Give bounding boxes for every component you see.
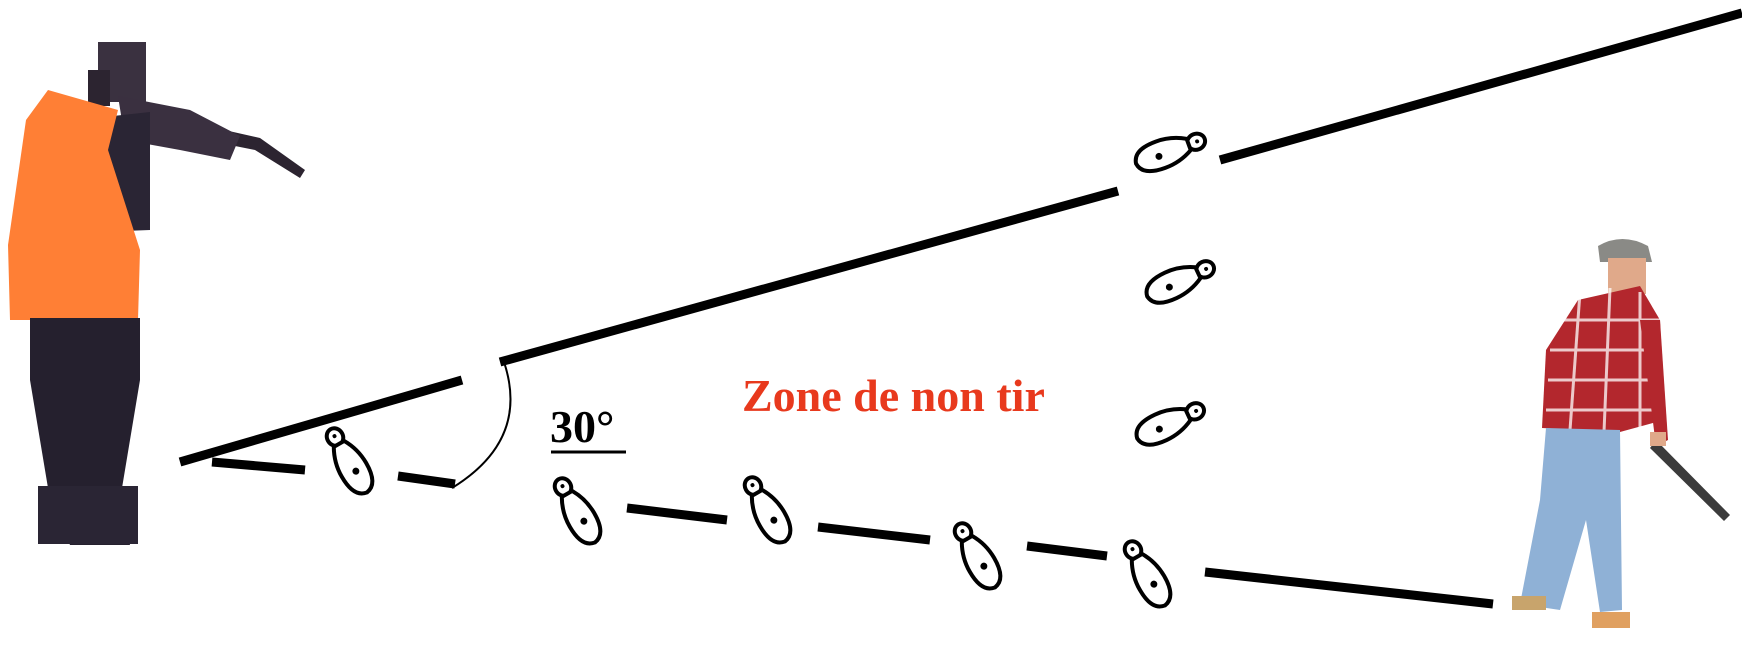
footprint-icon <box>1114 533 1180 615</box>
lower-boundary-line <box>211 457 1494 609</box>
hunter-aiming-icon <box>8 42 305 545</box>
footprint-icon <box>1129 392 1212 454</box>
footprint-icon <box>1129 123 1212 179</box>
angle-arc <box>451 361 512 489</box>
footprint-icon <box>316 420 382 502</box>
footprint-icon <box>944 515 1010 597</box>
angle-label: 30° <box>550 401 614 452</box>
zone-label: Zone de non tir <box>742 370 1045 421</box>
footprint-icon <box>544 470 610 552</box>
upper-boundary-line <box>178 8 1742 467</box>
walker-with-gun-icon <box>1512 239 1730 628</box>
footprint-icon <box>734 469 800 551</box>
footprint-icon <box>1139 250 1222 312</box>
